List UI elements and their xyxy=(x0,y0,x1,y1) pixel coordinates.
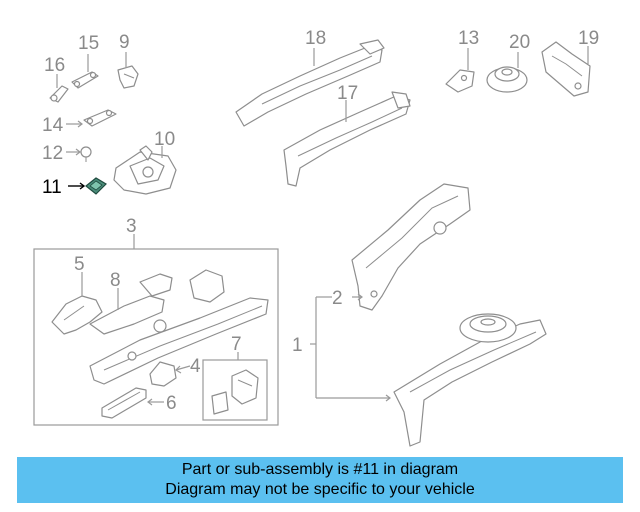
callout-9[interactable]: 9 xyxy=(119,32,130,53)
part-15-bracket xyxy=(71,54,99,89)
part-4-bracket xyxy=(149,361,191,387)
callout-11[interactable]: 11 xyxy=(42,177,62,198)
info-banner: Part or sub-assembly is #11 in diagram D… xyxy=(17,457,623,503)
part-3-main-member xyxy=(89,269,269,385)
part-17-rail xyxy=(283,91,411,187)
part-14-bracket xyxy=(66,109,117,128)
part-1-side-member xyxy=(393,313,547,447)
part-7-bracket xyxy=(211,369,259,415)
part-16-bracket xyxy=(49,74,69,103)
callout-18[interactable]: 18 xyxy=(305,28,326,49)
part-11-highlighted[interactable] xyxy=(68,177,107,195)
callout-10[interactable]: 10 xyxy=(154,129,175,150)
part-6-bracket xyxy=(101,387,164,419)
subassembly-3-box xyxy=(33,248,279,426)
callout-19[interactable]: 19 xyxy=(578,28,599,49)
part-9-bracket xyxy=(117,52,139,89)
callout-8[interactable]: 8 xyxy=(110,270,121,291)
callout-5[interactable]: 5 xyxy=(74,254,85,275)
callout-12[interactable]: 12 xyxy=(42,143,63,164)
part-13-bracket xyxy=(445,48,475,93)
callout-6[interactable]: 6 xyxy=(166,393,177,414)
banner-line-2: Diagram may not be specific to your vehi… xyxy=(165,481,475,498)
part-5-bracket xyxy=(51,272,103,335)
callout-15[interactable]: 15 xyxy=(78,33,99,54)
callout-4[interactable]: 4 xyxy=(190,356,201,377)
part-8-bracket xyxy=(89,273,173,335)
part-18-rail xyxy=(235,39,385,127)
subassembly-7-box xyxy=(202,359,268,421)
callout-1-bracket-lines xyxy=(310,296,391,402)
part-10-mount xyxy=(113,145,177,195)
callout-1[interactable]: 1 xyxy=(292,335,303,356)
callout-20[interactable]: 20 xyxy=(509,32,530,53)
banner-line-1: Part or sub-assembly is #11 in diagram xyxy=(181,461,459,478)
callout-3: 3 xyxy=(126,216,137,237)
callout-2[interactable]: 2 xyxy=(332,288,343,309)
callout-13[interactable]: 13 xyxy=(458,28,479,49)
callout-7: 7 xyxy=(231,334,242,355)
callout-17[interactable]: 17 xyxy=(337,83,358,104)
callout-14[interactable]: 14 xyxy=(42,115,64,136)
part-20-grommet xyxy=(486,52,528,93)
part-12-bolt xyxy=(66,146,92,162)
part-2-apron xyxy=(351,183,471,311)
part-19-bracket xyxy=(541,41,591,97)
callout-16[interactable]: 16 xyxy=(44,55,65,76)
